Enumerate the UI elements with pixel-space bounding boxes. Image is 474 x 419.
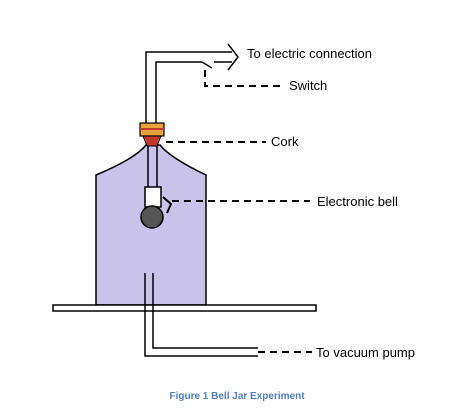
leader-lines [166,70,312,353]
figure-caption: Figure 1 Bell Jar Experiment [169,391,305,402]
electric-arrow-head [227,43,239,71]
label-electronic-bell: Electronic bell [317,194,398,209]
label-switch: Switch [289,78,327,93]
wire-tube [145,51,232,123]
label-vacuum-pump: To vacuum pump [316,345,415,360]
label-cork: Cork [271,134,299,149]
bell-wires [147,146,158,187]
switch-leader [204,70,285,87]
label-electric-connection: To electric connection [247,46,372,61]
cork [139,122,165,147]
base-plate [52,304,317,312]
electronic-bell [140,186,173,229]
vacuum-pipe [144,273,258,357]
